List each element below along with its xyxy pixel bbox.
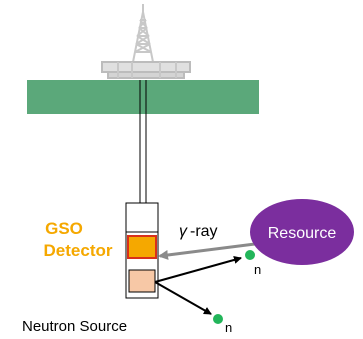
neutron-source-label: Neutron Source <box>22 318 127 335</box>
resource-label: Resource <box>268 225 337 242</box>
neutron-source-box <box>128 269 156 293</box>
gamma-ray-arrow <box>158 242 256 260</box>
neutron-path-lower <box>154 281 212 315</box>
gamma-symbol: γ <box>179 223 188 240</box>
wireline-cable <box>139 80 147 203</box>
detector-label-line1: GSO <box>45 219 83 238</box>
gamma-suffix: -ray <box>190 223 218 240</box>
drilling-rig-icon <box>101 4 191 79</box>
gso-crystal <box>127 235 157 259</box>
neutron-label-upper: n <box>254 262 261 277</box>
gamma-ray-label: γ-ray <box>179 223 218 240</box>
resource-ellipse <box>250 199 354 265</box>
logging-tool <box>125 202 159 299</box>
neutron-label-lower: n <box>225 320 232 335</box>
neutron-particle-icon <box>245 250 255 260</box>
detector-label-line2: Detector <box>44 241 113 260</box>
neutron-path-upper <box>154 256 242 283</box>
neutron-particle-icon <box>213 314 223 324</box>
ground-layer <box>27 80 259 114</box>
